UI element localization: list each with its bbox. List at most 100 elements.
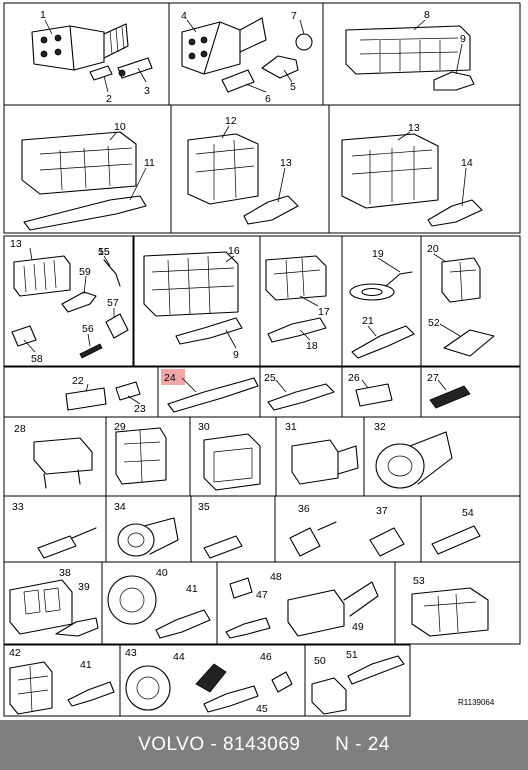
callout-label: 55 xyxy=(98,246,110,258)
part-34-face xyxy=(127,532,145,548)
cell-20 xyxy=(420,235,521,367)
part-21-terminal xyxy=(351,325,415,359)
callout-label: 48 xyxy=(270,571,282,583)
callout-label: 53 xyxy=(413,575,425,587)
reference-code: R1139064 xyxy=(458,698,495,707)
part-29-cavities xyxy=(123,429,161,483)
callout-label: 9 xyxy=(460,33,466,45)
diagram-canvas: 1 2 3 4 5 6 7 8 9 10 11 12 13 13 14 15 5… xyxy=(3,2,521,717)
part-1-ribs xyxy=(109,26,125,55)
part-17-housing xyxy=(265,255,327,301)
callout-label: 28 xyxy=(14,423,26,435)
callout-label: 13 xyxy=(10,238,22,250)
part-41-terminal-a xyxy=(155,609,211,639)
part-13-terminal-a xyxy=(243,195,299,225)
part-24-terminal xyxy=(167,377,259,413)
part-10-housing xyxy=(21,131,137,195)
part-1-pin-a xyxy=(40,36,48,44)
callout-label: 5 xyxy=(290,81,296,93)
part-drawings xyxy=(9,17,495,715)
callout-label: 20 xyxy=(427,243,439,255)
callout-label: 38 xyxy=(59,567,71,579)
callout-label: 13 xyxy=(280,157,292,169)
footer-gap xyxy=(300,734,335,756)
part-19-ring-inner xyxy=(361,287,383,297)
footer-part-number: 8143069 xyxy=(223,734,301,755)
callout-label: 37 xyxy=(376,505,388,517)
callout-label: 22 xyxy=(72,375,84,387)
part-34-body xyxy=(117,523,155,557)
callout-label: 10 xyxy=(114,121,126,133)
part-44-cover xyxy=(195,663,227,693)
callout-label: 31 xyxy=(285,421,297,433)
part-20-cavities xyxy=(449,261,477,301)
callout-label: 11 xyxy=(144,157,155,169)
part-55-wire xyxy=(103,259,121,287)
part-30-housing xyxy=(203,433,261,491)
part-6-sleeve xyxy=(221,69,255,93)
part-28-legs xyxy=(43,469,81,489)
part-32-face xyxy=(387,455,413,477)
part-19-tail xyxy=(385,271,413,287)
part-8-cavities xyxy=(359,37,459,72)
part-11-terminal xyxy=(23,195,147,231)
part-38-cavities xyxy=(23,587,61,615)
part-4-pin-b xyxy=(200,36,208,44)
part-13-terminal-b xyxy=(427,199,483,227)
part-9-terminal-b xyxy=(175,317,243,345)
callout-label: 19 xyxy=(372,248,384,260)
footer-brand: VOLVO xyxy=(138,734,205,755)
part-17-cavities xyxy=(273,257,321,299)
part-56-pin xyxy=(79,343,103,359)
part-8-housing xyxy=(345,25,471,75)
part-26-sleeve xyxy=(355,383,393,407)
callout-label: 58 xyxy=(31,353,43,365)
part-27-seal xyxy=(429,385,471,409)
callout-label: 3 xyxy=(144,85,150,97)
callout-label: 39 xyxy=(78,581,90,593)
part-43-flange xyxy=(125,665,171,711)
callout-label: 26 xyxy=(348,372,360,384)
part-31-housing xyxy=(291,439,339,485)
part-4-pin-a xyxy=(188,38,196,46)
part-51-terminal xyxy=(347,655,405,685)
callout-label: 46 xyxy=(260,651,272,663)
callout-label: 2 xyxy=(106,93,112,105)
cell-50 xyxy=(304,644,411,717)
part-49-boot xyxy=(343,581,379,617)
part-1-pin-d xyxy=(54,48,62,56)
part-53-housing xyxy=(411,587,489,637)
part-40-face xyxy=(119,587,145,613)
callout-label: 52 xyxy=(428,317,440,329)
part-36-terminal xyxy=(289,527,321,557)
callout-label: 27 xyxy=(427,372,439,384)
highlight-box-24 xyxy=(161,369,185,385)
footer-separator: - xyxy=(204,734,224,755)
part-9-terminal-a xyxy=(433,71,475,91)
part-15-connector xyxy=(13,255,71,297)
callout-label: 23 xyxy=(134,403,146,415)
part-54-pin xyxy=(431,525,481,555)
callout-label: 33 xyxy=(12,501,24,513)
part-57-block xyxy=(105,313,129,339)
callout-label: 43 xyxy=(125,647,137,659)
part-19-ring-outer xyxy=(349,283,395,301)
part-35-sleeve xyxy=(203,535,243,559)
callout-label: 7 xyxy=(291,10,297,22)
part-22-block xyxy=(65,387,107,411)
part-45-terminal xyxy=(203,685,259,713)
callout-label: 32 xyxy=(374,421,386,433)
part-4-pin-c xyxy=(188,52,196,60)
part-15-cavities xyxy=(23,259,57,293)
callout-label: 57 xyxy=(107,297,119,309)
part-58-block xyxy=(11,325,37,347)
grid-cells xyxy=(3,2,521,717)
part-16-housing xyxy=(143,251,239,317)
callout-label: 56 xyxy=(82,323,94,335)
callout-label: 14 xyxy=(461,157,473,169)
footer-page-ref: N - 24 xyxy=(335,734,390,755)
part-28-housing xyxy=(33,437,93,475)
callout-label: 30 xyxy=(198,421,210,433)
callout-label: 35 xyxy=(198,501,210,513)
part-33-sleeve xyxy=(37,535,77,559)
